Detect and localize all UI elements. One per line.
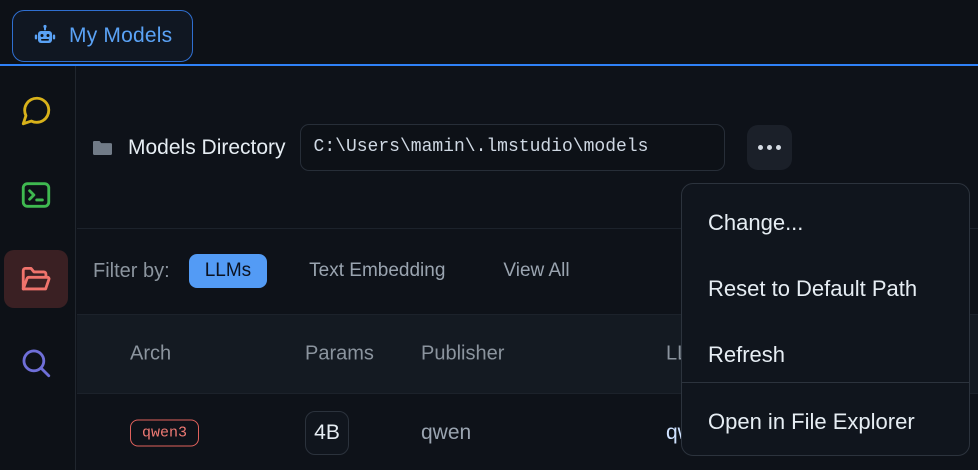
folder-icon [92,139,114,157]
dot-3 [775,145,781,150]
models-directory-more-button[interactable] [746,125,792,170]
menu-item-label: Reset to Default Path [708,276,918,301]
chat-bubble-icon [19,94,53,128]
arch-badge: qwen3 [130,419,200,446]
filter-by-label: Filter by: [93,259,170,282]
main-panel: Models Directory C:\Users\mamin\.lmstudi… [77,66,978,470]
terminal-icon [19,178,53,212]
search-icon [19,346,53,380]
filter-chip-llms[interactable]: LLMs [188,254,268,288]
sidebar-item-developer[interactable] [4,166,68,224]
column-header-publisher[interactable]: Publisher [421,342,505,365]
menu-item-label: Open in File Explorer [708,409,915,434]
params-badge: 4B [305,410,349,455]
filter-bar: Filter by: LLMs Text Embedding View All [77,229,978,313]
models-directory-path-input[interactable]: C:\Users\mamin\.lmstudio\models [299,124,725,171]
tab-active-underline [0,64,978,66]
menu-item-open-in-file-explorer[interactable]: Open in File Explorer [682,389,971,455]
sidebar-item-my-models[interactable] [4,250,68,308]
filter-chip-view-all[interactable]: View All [503,260,570,281]
dot-2 [766,145,772,150]
column-header-params[interactable]: Params [305,342,374,365]
filter-chip-text-embedding[interactable]: Text Embedding [309,260,446,281]
models-directory-label: Models Directory [128,135,286,159]
menu-item-label: Change... [708,210,804,235]
dot-1 [757,145,763,150]
sidebar-item-chat[interactable] [4,82,68,140]
cell-arch: qwen3 [130,419,200,446]
folder-open-icon [19,262,53,296]
menu-separator [682,382,969,383]
sidebar-rail [0,66,76,470]
divider-directory [77,228,978,229]
tab-label: My Models [69,24,173,47]
menu-item-refresh[interactable]: Refresh [682,322,971,388]
cell-publisher: qwen [421,420,472,444]
tab-my-models[interactable]: My Models [12,10,194,62]
menu-item-reset-to-default-path[interactable]: Reset to Default Path [682,256,971,322]
directory-context-menu: Change... Reset to Default Path Refresh … [681,183,970,456]
robot-icon [33,24,57,48]
tab-bar: My Models [0,0,978,66]
cell-params: 4B [305,410,349,455]
menu-item-change[interactable]: Change... [682,190,971,256]
menu-item-label: Refresh [708,342,786,367]
column-header-arch[interactable]: Arch [130,342,172,365]
sidebar-item-discover[interactable] [4,334,68,392]
models-directory-row: Models Directory C:\Users\mamin\.lmstudi… [77,66,978,229]
